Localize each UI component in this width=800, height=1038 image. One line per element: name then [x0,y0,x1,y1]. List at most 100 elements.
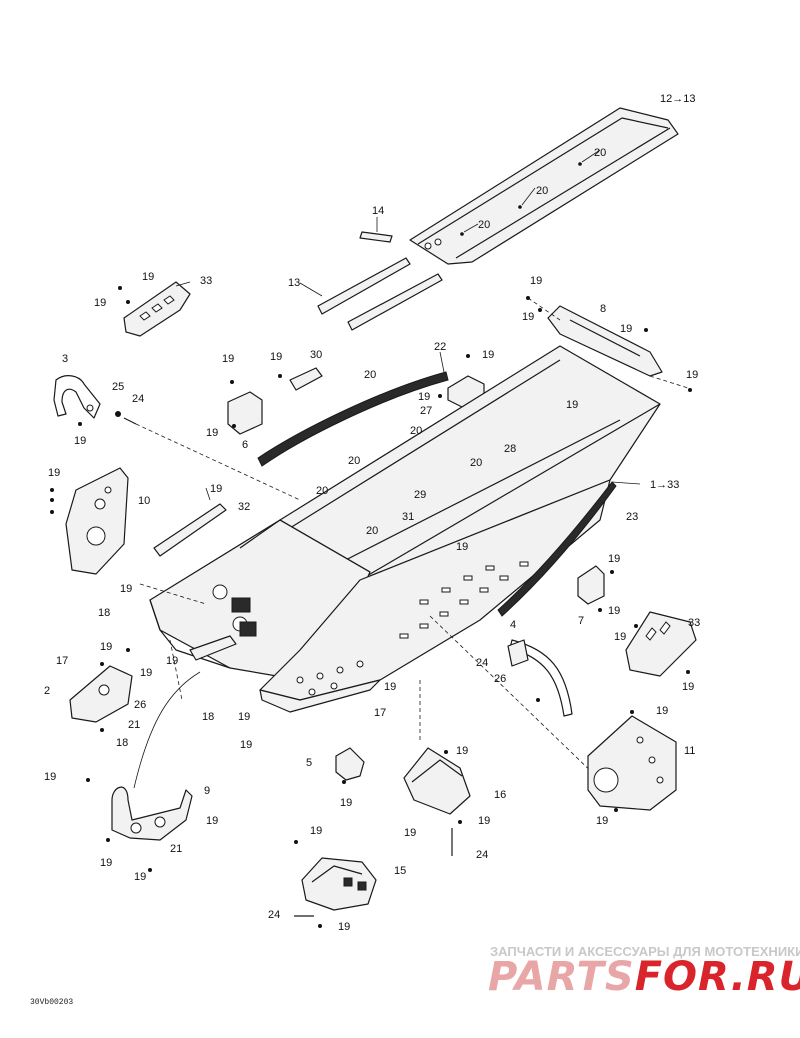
callout: 19 [478,815,490,827]
drawing-code: 30Vb00203 [30,998,73,1007]
callout: 20 [366,525,378,537]
part-step-16 [403,747,471,856]
callout: 20 [410,425,422,437]
callout: 11 [684,745,695,757]
callout: 18 [116,737,128,749]
callout: 33 [200,275,212,287]
callout: 21 [170,843,182,855]
callout: 2 [44,685,50,697]
callout: 24 [476,657,488,669]
callout: 19 [530,275,542,287]
part-rails-13 [299,257,443,331]
callout: 19 [240,739,252,751]
callout: 19 [166,655,178,667]
callout: 19 [48,467,60,479]
callout: 15 [394,865,406,877]
callout: 19 [456,745,468,757]
callout: 30 [310,349,322,361]
callout: 21 [128,719,140,731]
part-bracket-5 [335,747,365,784]
callout: 19 [456,541,468,553]
callout-labels: 12→13 20 20 20 14 13 19 19 33 19 19 8 19… [44,93,700,933]
callout: 24 [132,393,144,405]
callout: 19 [338,921,350,933]
callout: 4 [510,619,516,631]
callout: 6 [242,439,248,451]
part-side-plate-10 [50,467,129,575]
callout: 19 [238,711,250,723]
alignment-line-1 [139,583,207,605]
callout: 19 [74,435,86,447]
callout: 20 [536,185,548,197]
part-bracket-2 [69,648,133,732]
callout: 5 [306,757,312,769]
callout: 16 [494,789,506,801]
callout: 19 [656,705,668,717]
callout: 17 [56,655,68,667]
callout: 27 [420,405,432,417]
callout: 31 [402,511,414,523]
part-bracket-33-upper [118,281,191,337]
part-bracket-9 [86,671,201,872]
part-clip-30 [278,367,323,391]
callout: 23 [626,511,638,523]
callout: 9 [204,785,210,797]
callout: 19 [100,641,112,653]
callout: 19 [686,369,698,381]
part-bracket-33-right [625,611,697,677]
part-tube-4 [429,615,601,781]
callout: 19 [270,351,282,363]
callout: 28 [504,443,516,455]
callout: 19 [206,427,218,439]
callout: 18 [98,607,110,619]
callout: 18 [202,711,214,723]
callout: 19 [310,825,322,837]
callout: 19 [566,399,578,411]
callout: 7 [578,615,584,627]
callout: 26 [494,673,506,685]
watermark-logo-part2: FOR.RU [635,954,800,1000]
part-bar-32 [153,487,227,557]
part-rear-tunnel-12-13 [409,107,679,265]
part-bracket-7 [577,565,614,612]
callout: 25 [112,381,124,393]
callout: 20 [470,457,482,469]
floor-holes [296,561,529,696]
callout: 19 [608,605,620,617]
callout: 32 [238,501,250,513]
callout: 20 [316,485,328,497]
watermark: ЗАПЧАСТИ И АКСЕССУАРЫ ДЛЯ МОТОТЕХНИКИ PA… [488,944,800,1000]
callout: 19 [142,271,154,283]
watermark-logo: PARTSFOR.RU [488,954,800,1000]
callout: 13 [288,277,300,289]
callout: 3 [62,353,68,365]
callout: 20 [364,369,376,381]
callout: 19 [340,797,352,809]
callout: 19 [522,311,534,323]
callout: 20 [348,455,360,467]
callout: 26 [134,699,146,711]
callout: 22 [434,341,446,353]
callout: 19 [134,871,146,883]
callout: 19 [210,483,222,495]
callout: 19 [682,681,694,693]
part-hook-3 [53,375,301,501]
callout: 24 [268,909,280,921]
callout: 19 [140,667,152,679]
watermark-tagline: ЗАПЧАСТИ И АКСЕССУАРЫ ДЛЯ МОТОТЕХНИКИ [490,944,800,959]
callout: 19 [596,815,608,827]
callout: 19 [44,771,56,783]
part-main-chassis [149,345,661,713]
part-step-15 [294,840,377,928]
callout: 19 [614,631,626,643]
callout: 29 [414,489,426,501]
callout: 19 [620,323,632,335]
callout: 8 [600,303,606,315]
callout: 19 [418,391,430,403]
part-strip-23 [497,481,641,617]
callout: 14 [372,205,384,217]
callout: 19 [482,349,494,361]
part-side-plate-11 [587,710,677,812]
callout: 19 [94,297,106,309]
